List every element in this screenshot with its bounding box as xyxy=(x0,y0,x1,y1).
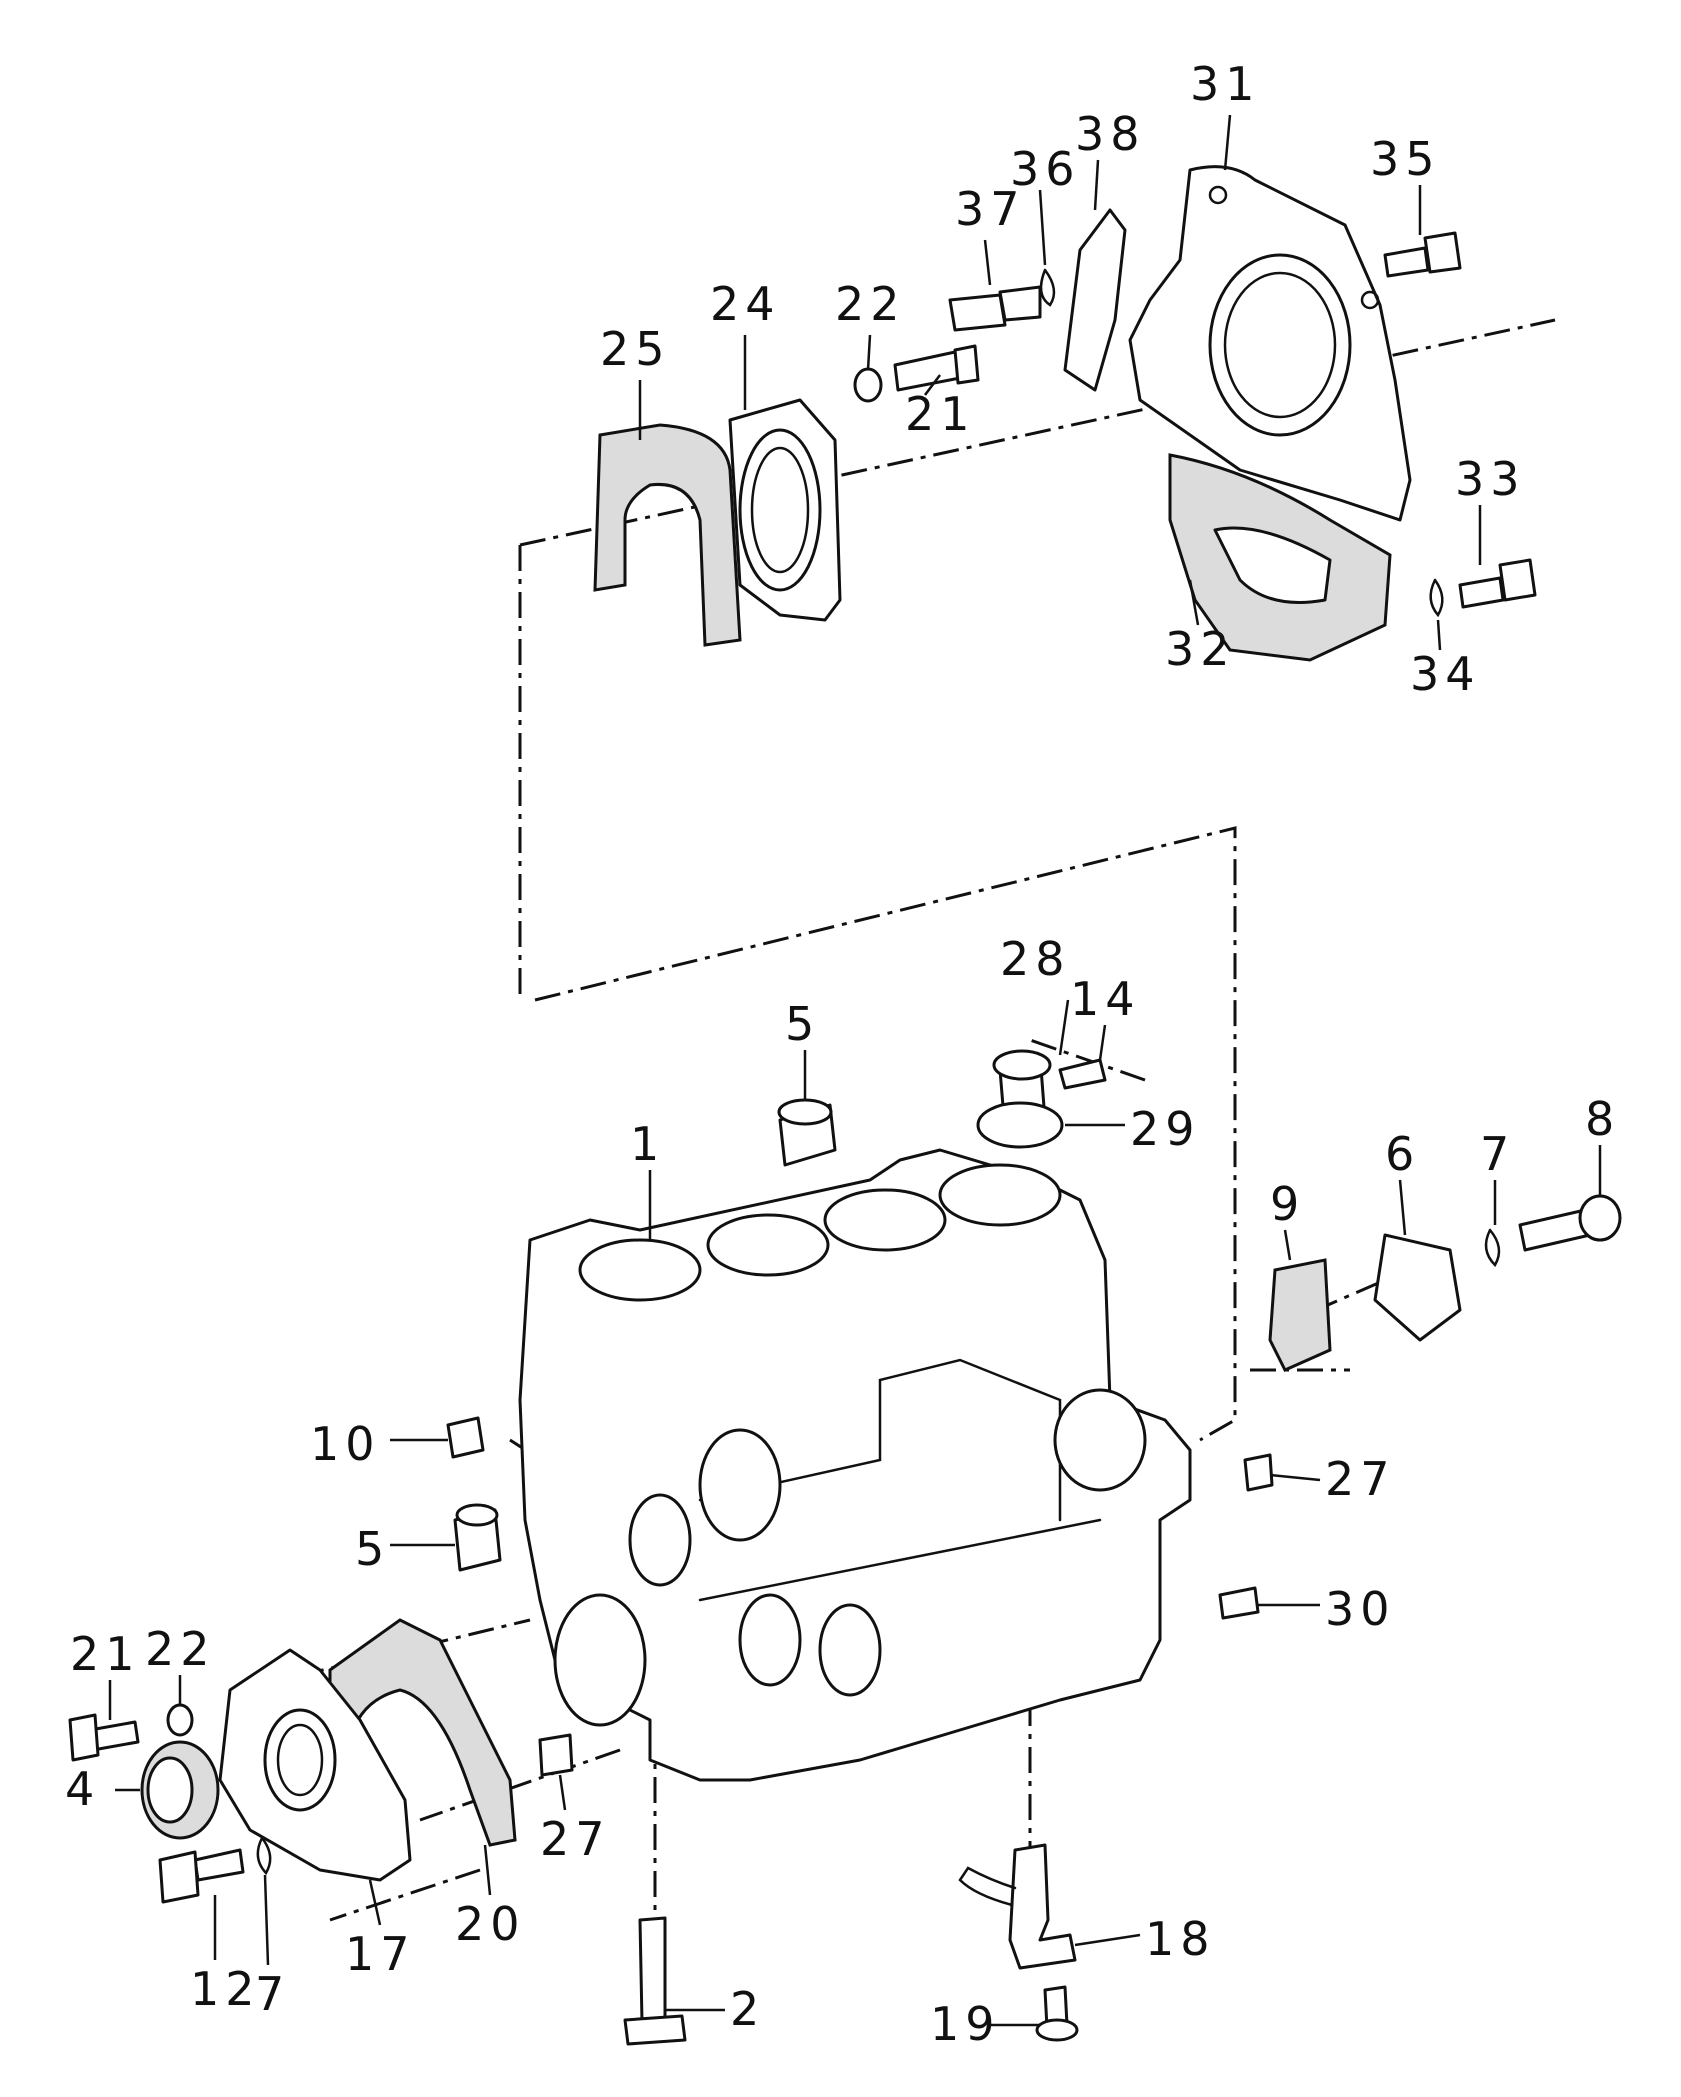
engine-block-1 xyxy=(518,1148,1192,1782)
cap-5-top xyxy=(777,1098,837,1167)
callout-1: 1 xyxy=(630,1117,665,1171)
washer-22-top xyxy=(853,367,883,403)
bolt-35 xyxy=(1383,231,1462,278)
callout-14: 14 xyxy=(1070,972,1141,1026)
bolt-8 xyxy=(1518,1194,1622,1252)
callout-10: 10 xyxy=(310,1417,381,1471)
gasket-9 xyxy=(1268,1258,1332,1372)
callout-37: 37 xyxy=(955,182,1026,236)
bolt-33 xyxy=(1458,558,1537,609)
lock-washer-7-right xyxy=(1484,1228,1501,1268)
callout-17: 17 xyxy=(345,1927,416,1981)
callout-19: 19 xyxy=(930,1997,1001,2051)
bolt-37 xyxy=(948,285,1042,332)
callout-18: 18 xyxy=(1145,1912,1216,1966)
callout-12: 12 xyxy=(190,1962,261,2016)
lock-washer-34 xyxy=(1429,578,1444,618)
callout-32: 32 xyxy=(1165,622,1236,676)
rear-gasket-32 xyxy=(1168,453,1392,662)
lock-washer-7-left xyxy=(256,1836,272,1876)
pin-14 xyxy=(1058,1058,1107,1090)
callout-28: 28 xyxy=(1000,932,1071,986)
callout-4: 4 xyxy=(65,1762,100,1816)
callout-9: 9 xyxy=(1270,1177,1305,1231)
callout-21-top: 21 xyxy=(905,387,976,441)
front-seal-4 xyxy=(140,1740,220,1840)
bolt-21-top xyxy=(893,344,980,392)
lock-washer-36 xyxy=(1039,268,1056,307)
bolt-2 xyxy=(623,1916,687,2046)
callout-7-right: 7 xyxy=(1480,1127,1515,1181)
callout-33: 33 xyxy=(1455,452,1526,506)
callout-labels: 25 24 22 21 37 36 38 31 35 33 32 34 28 1… xyxy=(65,57,1620,2051)
plug-10 xyxy=(446,1416,485,1459)
rear-gasket-25 xyxy=(593,423,742,647)
callout-35: 35 xyxy=(1370,132,1441,186)
callout-31: 31 xyxy=(1190,57,1261,111)
rear-cover-plate-31 xyxy=(1128,165,1412,522)
callout-6: 6 xyxy=(1385,1127,1420,1181)
bolt-21-left xyxy=(68,1713,140,1762)
callout-7-left: 7 xyxy=(255,1967,290,2021)
callout-27-left: 27 xyxy=(540,1812,611,1866)
leader-lines xyxy=(108,114,1602,2027)
callout-38: 38 xyxy=(1075,107,1146,161)
callout-20: 20 xyxy=(455,1897,526,1951)
callout-27-right: 27 xyxy=(1325,1452,1396,1506)
callout-2: 2 xyxy=(730,1982,765,2036)
callout-22-top: 22 xyxy=(835,277,906,331)
bolt-19 xyxy=(1035,1985,1079,2042)
pin-30 xyxy=(1218,1586,1260,1620)
o-ring-29 xyxy=(976,1101,1064,1149)
callout-29: 29 xyxy=(1130,1102,1201,1156)
cap-5-left xyxy=(453,1503,502,1572)
callout-22-left: 22 xyxy=(145,1622,216,1676)
oil-spray-nozzle-18 xyxy=(958,1843,1077,1970)
front-flange-17 xyxy=(218,1648,412,1882)
callout-34: 34 xyxy=(1410,647,1481,701)
callout-25: 25 xyxy=(600,322,671,376)
side-cover-6 xyxy=(1373,1233,1462,1342)
callout-5-left: 5 xyxy=(355,1522,390,1576)
pin-27-right xyxy=(1243,1453,1274,1492)
callout-30: 30 xyxy=(1325,1582,1396,1636)
pin-27-left xyxy=(538,1733,574,1777)
washer-22-left xyxy=(166,1703,194,1737)
callout-21-left: 21 xyxy=(70,1627,141,1681)
callout-5-top: 5 xyxy=(785,997,820,1051)
callout-24: 24 xyxy=(710,277,781,331)
callout-36: 36 xyxy=(1010,142,1081,196)
bracket-38 xyxy=(1063,208,1127,392)
callout-8: 8 xyxy=(1585,1092,1620,1146)
rear-seal-flange-24 xyxy=(728,398,842,622)
bolt-12 xyxy=(158,1848,245,1904)
